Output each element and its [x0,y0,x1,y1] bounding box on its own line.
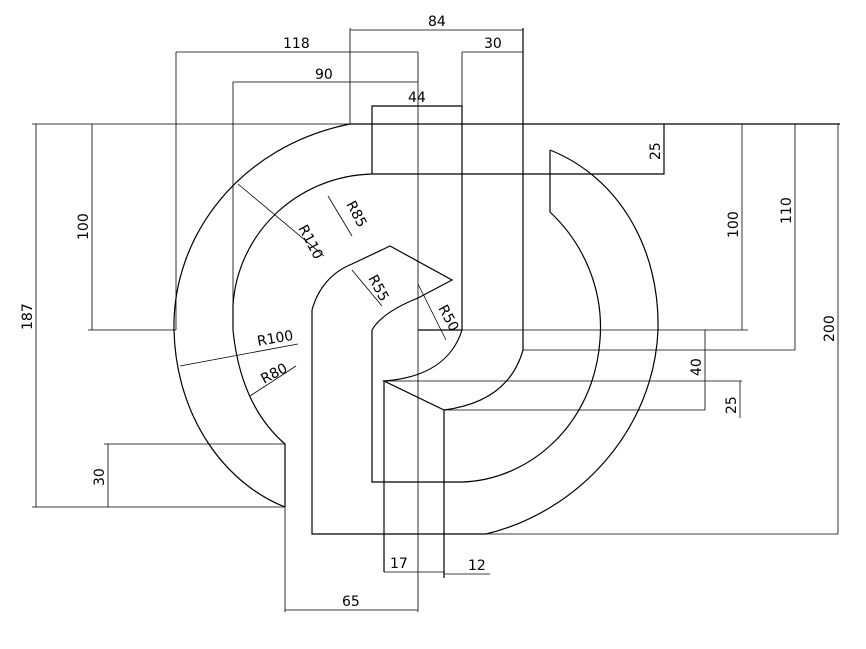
top-ledge [372,124,665,175]
right-outer-arc [485,149,659,535]
inner-mid-column [371,330,462,483]
label-r100: R100 [256,328,295,350]
leader-r110 [237,183,325,257]
dim-line-30-left [104,443,285,507]
dim-line-118 [175,51,419,612]
dim-line-30-top [461,51,523,106]
dim-line-187 [32,123,350,508]
leader-r100 [179,343,299,367]
label-12: 12 [468,558,486,574]
label-r85: R85 [342,198,369,230]
label-17: 17 [390,556,408,572]
dim-line-100-left [88,124,176,331]
dim-line-90 [232,81,418,305]
label-r110: R110 [294,222,325,262]
label-30-top: 30 [484,36,502,52]
label-44: 44 [408,90,426,106]
dimension-lines [32,28,839,612]
dim-line-65 [284,507,418,612]
label-187: 187 [20,303,36,330]
label-40: 40 [689,358,705,376]
label-65: 65 [342,594,360,610]
inner-arc-r85 [232,173,373,330]
label-25-top-right: 25 [648,142,664,160]
label-110: 110 [779,197,795,224]
label-118: 118 [283,36,310,52]
inner-point-r55 [311,245,454,331]
top-slot [371,105,463,174]
part-geometry [173,28,840,578]
leader-r50 [417,283,447,341]
label-100-left: 100 [76,213,92,240]
inner-hook-r50 [381,329,524,411]
label-100-right: 100 [726,211,742,238]
label-200: 200 [822,315,838,342]
dim-line-84 [349,28,523,124]
outer-arc-r110 [173,123,351,508]
label-r80: R80 [258,360,290,387]
leader-r85 [327,195,353,237]
label-30-left: 30 [92,468,108,486]
left-tip-edge [232,329,286,507]
label-90: 90 [315,67,333,83]
label-r55: R55 [364,272,391,304]
label-84: 84 [428,14,446,30]
right-inner-arc [461,150,602,483]
inner-left-column [311,310,486,535]
label-25-bottom-right: 25 [724,396,740,414]
dimension-labels: 84 118 30 90 44 187 100 30 25 100 110 20… [20,14,838,610]
leader-r55 [351,269,383,307]
leader-r80 [249,365,297,397]
